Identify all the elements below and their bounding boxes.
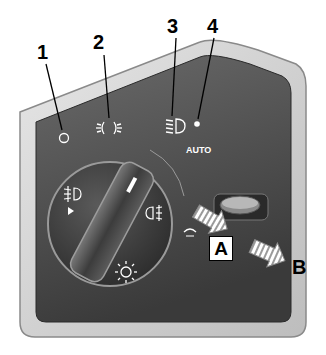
panel	[36, 56, 291, 322]
headlight-symbol	[166, 119, 185, 133]
letter-box: A	[209, 236, 233, 261]
arrow-a	[190, 200, 234, 241]
panel-light-symbol	[115, 261, 137, 283]
callout-letter: A	[214, 239, 228, 258]
callout-number: 1	[37, 42, 48, 62]
mode-label: AUTO	[186, 146, 211, 155]
off-symbol	[60, 134, 69, 143]
rear-fog-symbol	[146, 205, 162, 221]
leader-lines	[46, 38, 214, 130]
bezel	[20, 40, 306, 337]
callout-number: 2	[93, 32, 104, 52]
callout-number: 4	[207, 16, 218, 36]
knob-bar	[67, 159, 157, 285]
callout-number: 3	[167, 16, 178, 36]
arrow-b	[247, 234, 290, 272]
auto-dot	[194, 121, 200, 127]
sidelight-symbol	[96, 122, 122, 134]
callout-letter: B	[292, 257, 306, 277]
front-fog-symbol	[64, 186, 81, 215]
dimmer-symbol	[184, 229, 196, 236]
